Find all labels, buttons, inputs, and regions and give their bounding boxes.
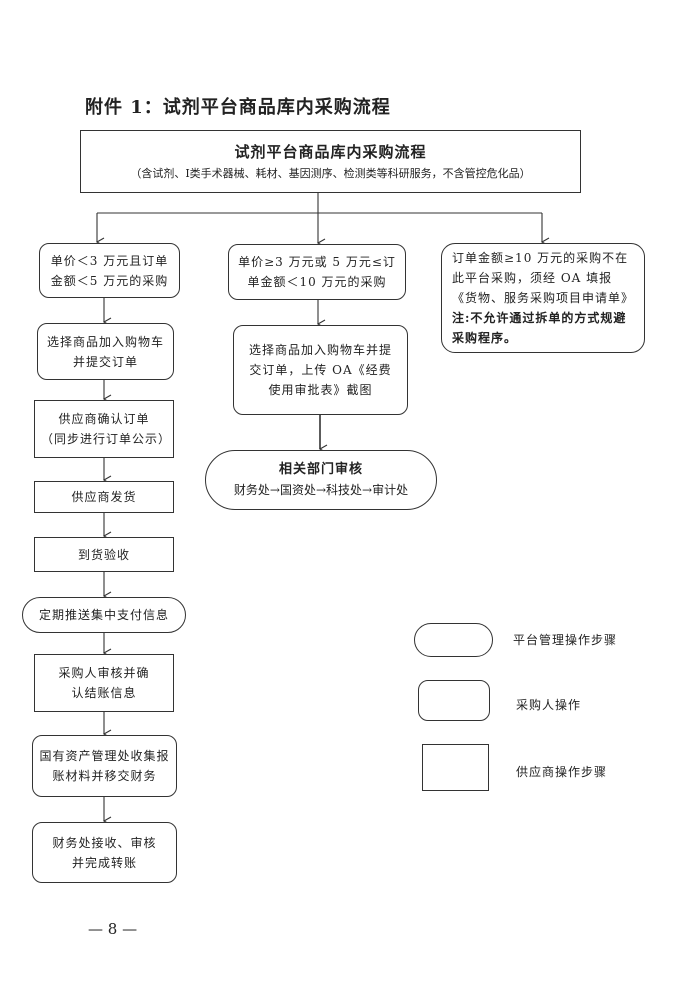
push-payment-info-box: 定期推送集中支付信息 <box>22 597 186 633</box>
left-condition-box: 单价＜3 万元且订单金额＜5 万元的采购 <box>39 243 180 298</box>
flow-scope: （含试剂、Ⅰ类手术器械、耗材、基因测序、检测类等科研服务，不含管控危化品） <box>130 166 531 180</box>
left-select-goods-box: 选择商品加入购物车并提交订单 <box>37 323 174 380</box>
middle-select-goods-box: 选择商品加入购物车并提交订单，上传 OA《经费使用审批表》截图 <box>233 325 408 415</box>
right-condition-note: 注:不允许通过拆单的方式规避采购程序。 <box>452 311 627 345</box>
asset-office-box: 国有资产管理处收集报账材料并移交财务 <box>32 735 177 797</box>
finance-transfer-box: 财务处接收、审核并完成转账 <box>32 822 177 883</box>
order-publicity-text: （同步进行订单公示） <box>41 432 172 446</box>
right-condition-box: 订单金额≥10 万元的采购不在此平台采购，须经 OA 填报《货物、服务采购项目申… <box>441 243 645 353</box>
supplier-ship-box: 供应商发货 <box>34 481 174 513</box>
legend-platform-label: 平台管理操作步骤 <box>513 633 618 647</box>
legend-stadium-shape <box>414 623 493 657</box>
middle-condition-box: 单价≥3 万元或 5 万元≤订单金额＜10 万元的采购 <box>228 244 406 300</box>
flow-title-box: 试剂平台商品库内采购流程 （含试剂、Ⅰ类手术器械、耗材、基因测序、检测类等科研服… <box>80 130 581 193</box>
legend-rounded-shape <box>418 680 490 721</box>
legend-rectangle-shape <box>422 744 489 791</box>
buyer-review-box: 采购人审核并确认结账信息 <box>34 654 174 712</box>
flow-title: 试剂平台商品库内采购流程 <box>234 142 427 161</box>
supplier-confirm-text: 供应商确认订单 <box>58 412 150 426</box>
department-review-title: 相关部门审核 <box>278 462 363 477</box>
department-review-chain: 财务处→国资处→科技处→审计处 <box>233 483 409 497</box>
supplier-confirm-box: 供应商确认订单 （同步进行订单公示） <box>34 400 174 458</box>
legend-buyer-label: 采购人操作 <box>516 698 582 712</box>
page-number: — 8 — <box>88 920 138 938</box>
page-heading: 附件 1：试剂平台商品库内采购流程 <box>85 97 391 118</box>
acceptance-box: 到货验收 <box>34 537 174 572</box>
department-review-box: 相关部门审核 财务处→国资处→科技处→审计处 <box>205 450 437 510</box>
right-condition-text: 订单金额≥10 万元的采购不在此平台采购，须经 OA 填报《货物、服务采购项目申… <box>452 251 635 305</box>
legend-supplier-label: 供应商操作步骤 <box>516 765 608 779</box>
